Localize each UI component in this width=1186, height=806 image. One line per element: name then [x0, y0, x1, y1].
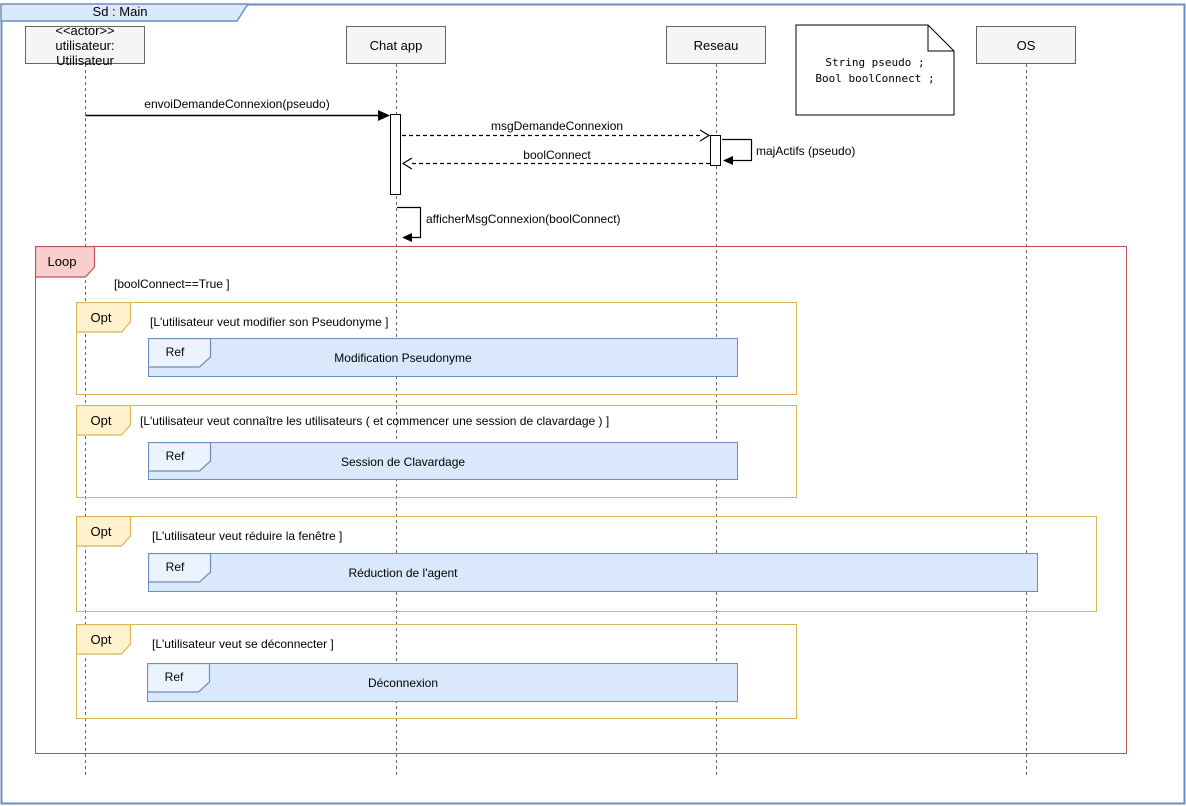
opt-guard: [L'utilisateur veut connaître les utilis… — [140, 414, 610, 428]
loop-header-shape — [35, 246, 96, 278]
ref-session-clavardage[interactable]: Ref Session de Clavardage — [148, 442, 738, 480]
opt-fragment-reduire-fenetre[interactable]: Opt [L'utilisateur veut réduire la fenêt… — [76, 516, 1097, 612]
ref-keyword: Ref — [165, 560, 185, 574]
note-line-1: String pseudo ; — [825, 56, 925, 69]
participant-label: Reseau — [693, 37, 739, 53]
opt-operator-label: Opt — [90, 310, 112, 325]
ref-header-shape — [148, 338, 212, 368]
ref-header-shape — [148, 442, 212, 472]
ref-header-shape — [147, 663, 211, 693]
actor-stereotype: <<actor>> — [55, 22, 115, 38]
ref-keyword: Ref — [165, 449, 185, 463]
opt-operator-label: Opt — [90, 632, 112, 647]
message-afficher-selfcall[interactable] — [397, 206, 422, 243]
opt-fragment-deconnecter[interactable]: Opt [L'utilisateur veut se déconnecter ]… — [76, 624, 797, 719]
ref-header-shape — [148, 553, 212, 583]
activation-reseau[interactable] — [710, 135, 721, 166]
loop-fragment[interactable]: Loop [boolConnect==True ] Opt [L'utilisa… — [35, 246, 1127, 754]
ref-title: Session de Clavardage — [340, 455, 466, 469]
ref-keyword: Ref — [164, 670, 184, 684]
ref-deconnexion[interactable]: Ref Déconnexion — [147, 663, 738, 702]
participant-label: Chat app — [369, 37, 423, 53]
participant-chat-app[interactable]: Chat app — [346, 26, 446, 64]
message-msg-demande-label: msgDemandeConnexion — [490, 119, 624, 133]
ref-reduction-agent[interactable]: Ref Réduction de l'agent — [148, 553, 1038, 592]
opt-fragment-modifier-pseudonyme[interactable]: Opt [L'utilisateur veut modifier son Pse… — [76, 302, 797, 395]
opt-header-shape — [76, 516, 132, 547]
opt-guard: [L'utilisateur veut modifier son Pseudon… — [150, 315, 389, 329]
message-maj-actifs-label: majActifs (pseudo) — [756, 144, 856, 158]
participant-os[interactable]: OS — [976, 26, 1076, 64]
opt-operator-label: Opt — [90, 524, 112, 539]
activation-chat-app[interactable] — [390, 114, 401, 195]
loop-operator-label: Loop — [47, 254, 77, 269]
ref-title: Réduction de l'agent — [348, 566, 458, 580]
opt-header-shape — [76, 302, 132, 333]
message-maj-actifs-selfcall[interactable] — [722, 138, 753, 166]
ref-keyword: Ref — [165, 345, 185, 359]
message-envoi-arrow[interactable] — [85, 110, 391, 121]
participant-reseau[interactable]: Reseau — [666, 26, 766, 64]
message-envoi-label: envoiDemandeConnexion(pseudo) — [144, 97, 330, 111]
ref-title: Modification Pseudonyme — [334, 351, 472, 365]
note-text: String pseudo ; Bool boolConnect ; — [796, 55, 954, 87]
loop-guard: [boolConnect==True ] — [114, 277, 230, 291]
opt-header-shape — [76, 624, 132, 655]
message-bool-connect-label: boolConnect — [523, 148, 591, 162]
participant-utilisateur[interactable]: <<actor>> utilisateur: Utilisateur — [25, 22, 145, 68]
message-afficher-label: afficherMsgConnexion(boolConnect) — [426, 212, 621, 226]
opt-header-shape — [76, 405, 132, 436]
opt-operator-label: Opt — [90, 413, 112, 428]
note-line-2: Bool boolConnect ; — [815, 72, 935, 85]
actor-name: utilisateur: Utilisateur — [55, 37, 115, 68]
frame-title: Sd : Main — [92, 4, 148, 19]
ref-modification-pseudonyme[interactable]: Ref Modification Pseudonyme — [148, 338, 738, 377]
opt-fragment-connaitre-utilisateurs[interactable]: Opt [L'utilisateur veut connaître les ut… — [76, 405, 797, 498]
opt-guard: [L'utilisateur veut réduire la fenêtre ] — [152, 529, 343, 543]
participant-label: OS — [1016, 37, 1036, 53]
ref-title: Déconnexion — [367, 676, 439, 690]
opt-guard: [L'utilisateur veut se déconnecter ] — [152, 637, 334, 651]
